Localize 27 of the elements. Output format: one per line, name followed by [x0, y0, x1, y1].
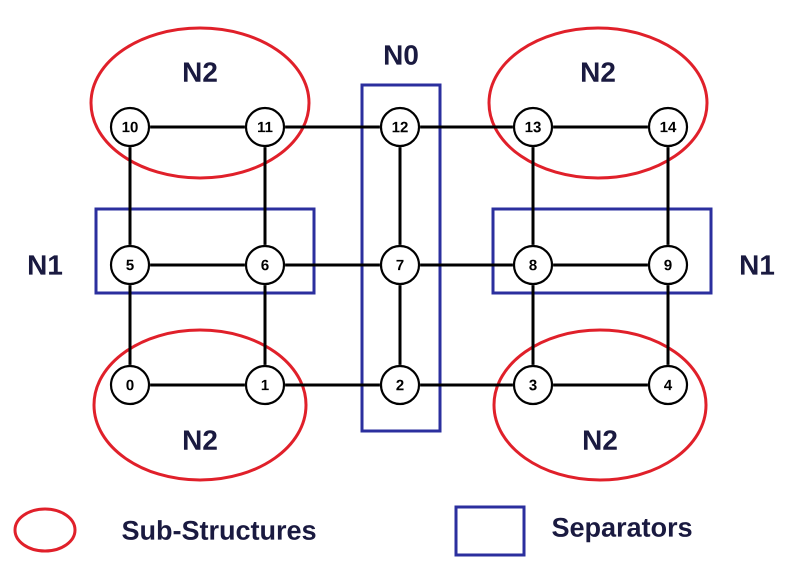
edge-line — [420, 384, 513, 386]
node-label: N0 — [384, 45, 418, 65]
edge-line — [285, 264, 380, 266]
edge-line — [420, 126, 513, 128]
node-label: N1 — [28, 255, 62, 275]
edge-line — [128, 285, 132, 365]
edge-line — [532, 285, 534, 365]
edge-line — [264, 147, 266, 245]
legend-label: Sub-Structures — [122, 520, 316, 540]
legend-label: Separators — [552, 518, 692, 542]
edge-line — [398, 147, 402, 245]
edge-line — [532, 147, 534, 245]
edge-line — [285, 384, 380, 386]
edge-line — [398, 285, 402, 365]
edge-line — [285, 126, 380, 128]
edge-line — [553, 126, 648, 128]
edge-line — [128, 147, 132, 245]
edge-line — [150, 126, 245, 128]
edge-line — [420, 264, 513, 266]
edge-line — [264, 285, 266, 365]
edge-line — [666, 285, 670, 365]
node-label: N1 — [740, 255, 774, 275]
edge-line — [553, 384, 648, 386]
edge-line — [666, 147, 670, 245]
edge-line — [150, 384, 245, 386]
edge-line — [150, 264, 245, 266]
edge-line — [553, 264, 648, 266]
